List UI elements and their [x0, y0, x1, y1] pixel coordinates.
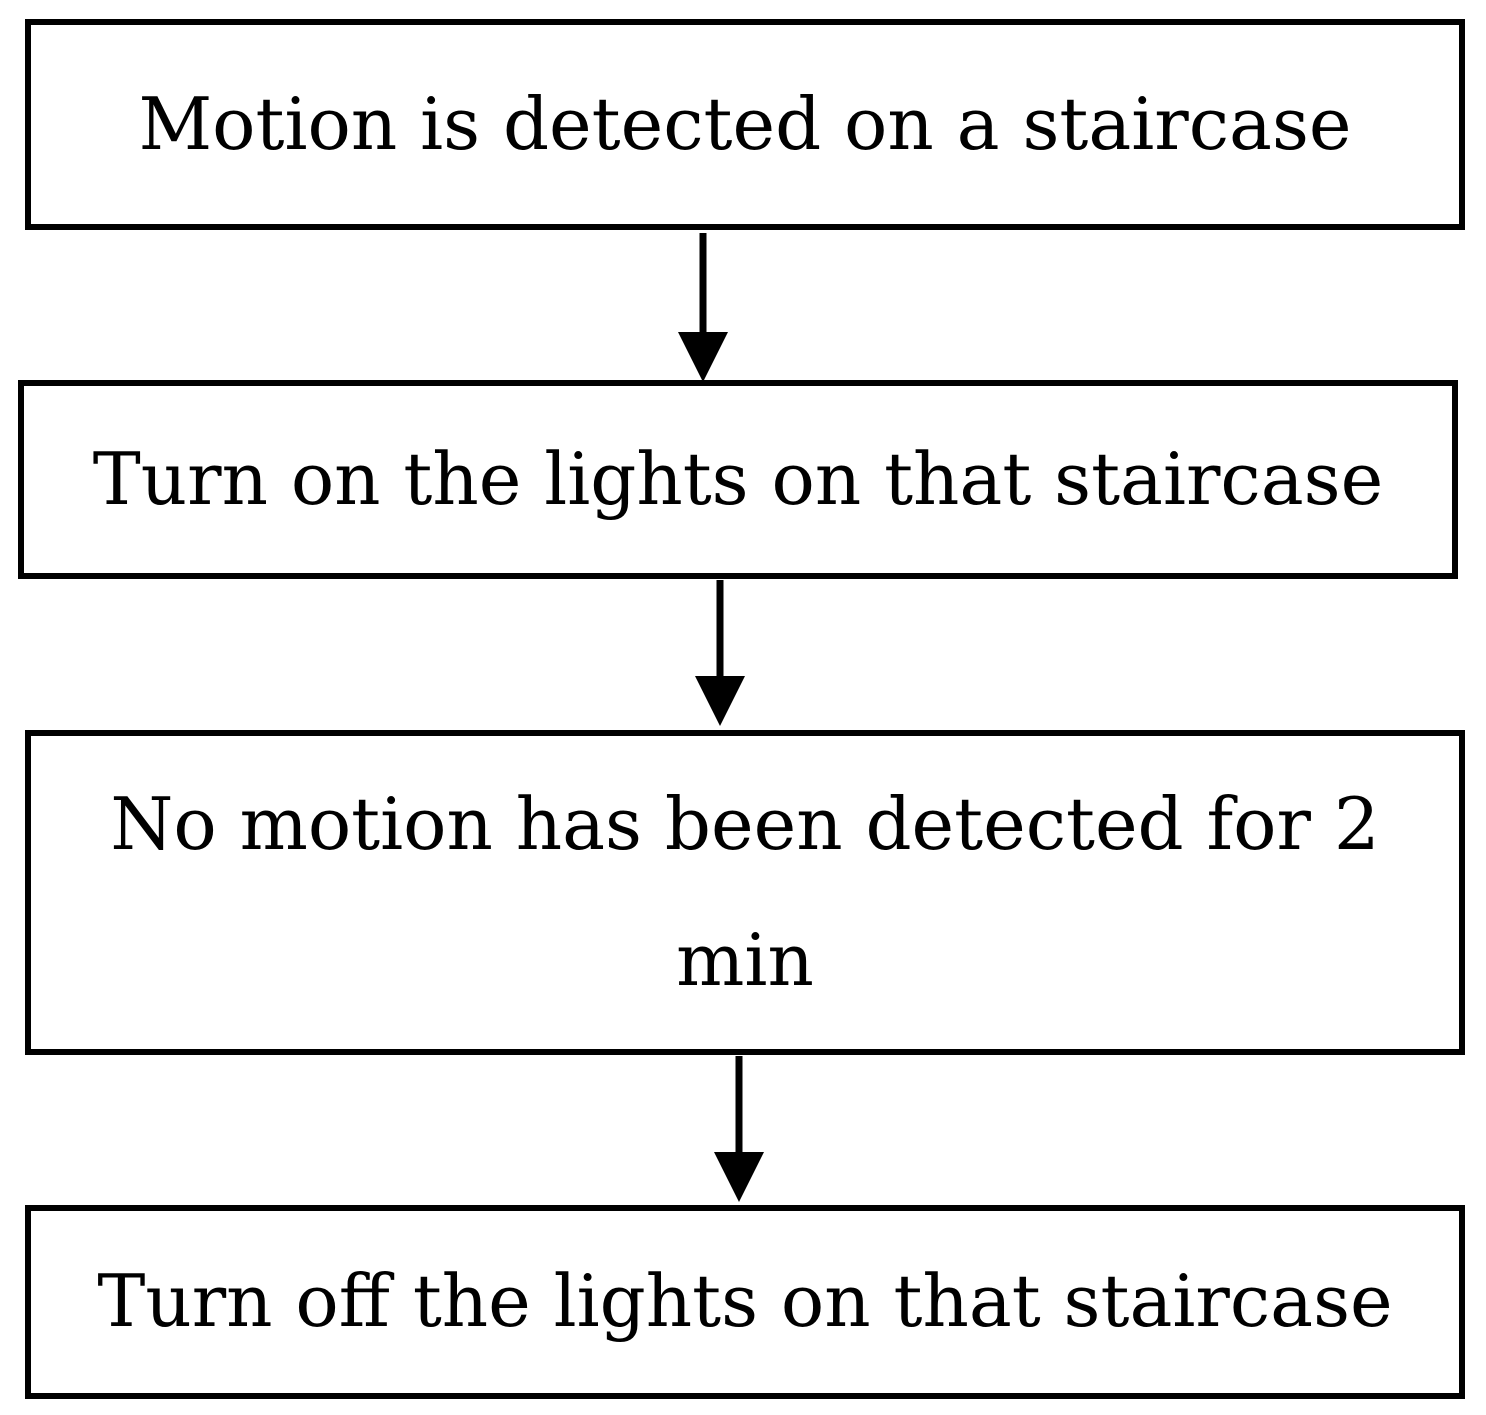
flow-step-label: No motion has been detected for 2 min: [110, 782, 1380, 1002]
flow-step-no-motion-timeout: No motion has been detected for 2 min: [25, 730, 1465, 1055]
flow-step-turn-off-lights: Turn off the lights on that staircase: [25, 1205, 1465, 1399]
flow-step-turn-on-lights: Turn on the lights on that staircase: [18, 380, 1458, 579]
flow-step-label: Turn on the lights on that staircase: [92, 436, 1384, 521]
flow-arrow-3: [714, 1056, 764, 1202]
flow-step-label: Motion is detected on a staircase: [138, 81, 1352, 166]
flow-step-motion-detected: Motion is detected on a staircase: [25, 19, 1465, 230]
flow-step-label: Turn off the lights on that staircase: [97, 1259, 1393, 1344]
flow-arrow-2: [695, 580, 745, 726]
flow-arrow-1: [678, 233, 728, 382]
